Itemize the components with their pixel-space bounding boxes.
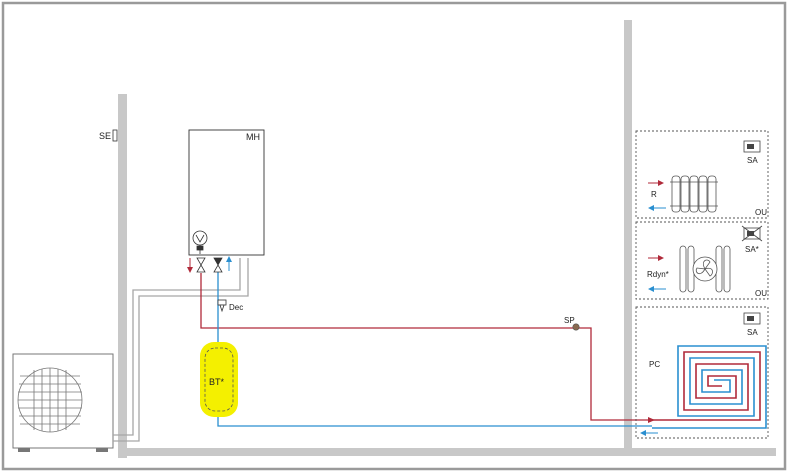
supply-arrow-icon xyxy=(648,255,664,261)
building-walls xyxy=(118,20,776,458)
supply-sensor: SP xyxy=(564,316,580,331)
radiator-icon xyxy=(670,175,718,213)
thermostat-icon xyxy=(743,312,761,325)
zone-fan-coil-border xyxy=(635,221,769,300)
zone-fan-coil-ou-label: OU xyxy=(755,289,767,298)
separator-icon xyxy=(217,299,227,313)
return-arrow-icon xyxy=(648,205,666,211)
fan-grille-icon xyxy=(17,367,83,433)
tank-outline xyxy=(204,347,234,412)
sp-label: SP xyxy=(564,316,575,325)
dec-label: Dec xyxy=(229,303,243,312)
zone-fan-coil: SA* Rdyn* OU xyxy=(635,221,769,300)
zone-floor-heating: SA PC xyxy=(635,306,769,439)
return-pipe xyxy=(217,272,652,427)
return-arrow-icon xyxy=(648,286,666,292)
hydraulic-module: MH xyxy=(188,129,265,256)
pump-icon xyxy=(192,230,208,254)
zone3-supply-arrow-icon xyxy=(648,417,655,423)
zone-fan-coil-rdyn-label: Rdyn* xyxy=(647,270,669,279)
supply-flow-arrow-icon xyxy=(187,258,193,273)
se-label: SE xyxy=(99,131,111,141)
floor-heating-coil-icon xyxy=(650,345,767,429)
zone-radiator-ou-label: OU xyxy=(755,208,767,217)
supply-pipe xyxy=(200,273,650,421)
zone-floor-heating-pc-label: PC xyxy=(649,360,660,369)
return-flow-arrow-icon xyxy=(226,256,232,271)
decoupling-separator: Dec xyxy=(217,299,243,313)
supply-sensor-icon xyxy=(572,323,580,331)
outdoor-sensor: SE xyxy=(99,129,118,142)
supply-valve-icon xyxy=(196,257,206,273)
zone-fan-coil-sa-label: SA* xyxy=(745,245,759,254)
zone-radiator-r-label: R xyxy=(651,190,657,199)
mh-label: MH xyxy=(246,132,260,142)
thermostat-crossed-icon xyxy=(741,225,763,242)
outdoor-unit xyxy=(12,353,114,452)
outdoor-unit-foot-right xyxy=(96,448,108,452)
mh-outlet-fittings xyxy=(187,256,232,273)
zone3-return-arrow-icon xyxy=(640,430,658,436)
bt-label: BT* xyxy=(209,377,225,387)
interior-wall xyxy=(624,20,632,448)
outdoor-unit-foot-left xyxy=(18,448,30,452)
connection-pipes xyxy=(113,258,249,442)
zone-radiator-border xyxy=(635,130,769,219)
supply-arrow-icon xyxy=(648,180,664,186)
zone-floor-heating-sa-label: SA xyxy=(747,328,758,337)
buffer-tank: BT* xyxy=(200,342,238,417)
outdoor-sensor-icon xyxy=(112,129,118,142)
zone-radiator: SA R OU xyxy=(635,130,769,219)
tank-highlight xyxy=(200,342,238,417)
zone-floor-heating-border xyxy=(635,306,769,439)
exterior-wall xyxy=(118,94,127,458)
zone-radiator-sa-label: SA xyxy=(747,156,758,165)
floor-slab xyxy=(118,448,776,456)
return-valve-icon xyxy=(213,257,223,273)
fan-coil-icon xyxy=(679,245,731,293)
thermostat-icon xyxy=(743,140,761,153)
